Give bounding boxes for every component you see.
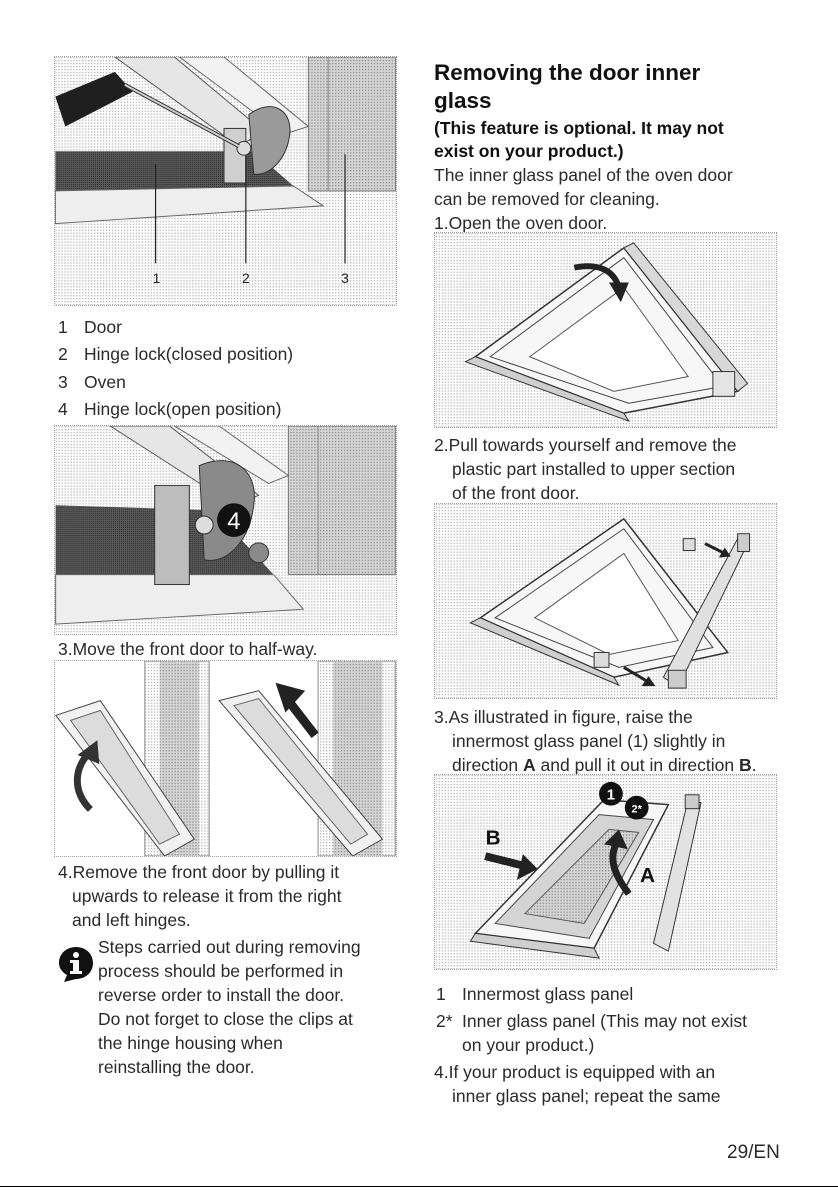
left-step3: 3.Move the front door to half-way. [58, 639, 318, 659]
note-line4: Do not forget to close the clips at [98, 1009, 353, 1029]
direction-b-label: B [738, 755, 752, 775]
fig-label-a: A [640, 864, 655, 887]
right-step3-line2: innermost glass panel (1) slightly in [452, 731, 726, 751]
left-step4-line2: upwards to release it from the right [72, 886, 342, 906]
intro-line2: can be removed for cleaning. [434, 189, 660, 209]
info-icon [56, 944, 96, 984]
remove-plastic-part-illustration [434, 503, 777, 699]
hinge-open-illustration: 4 [54, 425, 397, 635]
right-step2-line3: of the front door. [452, 483, 580, 503]
fig-badge-1: 1 [607, 788, 615, 804]
section-title-line2: glass [434, 88, 492, 113]
section-subtitle-line1: (This feature is optional. It may not [434, 118, 724, 138]
fig1-label-2: 2 [242, 270, 250, 286]
section-title-line1: Removing the door inner [434, 60, 701, 85]
bottom-rule [0, 1186, 838, 1187]
note-line5: the hinge housing when [98, 1033, 283, 1053]
right-legend-item-2-cont: on your product.) [462, 1035, 595, 1055]
page-number: 29/EN [727, 1142, 780, 1163]
direction-a-label: A [523, 755, 536, 775]
fig2-badge: 4 [227, 508, 240, 535]
raise-inner-glass-illustration: B A 1 2* [434, 774, 777, 970]
right-legend-item-2: 2*Inner glass panel (This may not exist [436, 1011, 747, 1031]
hinge-closed-illustration: 1 2 3 [54, 56, 397, 306]
note-line1: Steps carried out during removing [98, 937, 361, 957]
right-step3-line1: 3.As illustrated in figure, raise the [434, 707, 693, 727]
note-line6: reinstalling the door. [98, 1057, 255, 1077]
left-step4-line1: 4.Remove the front door by pulling it [58, 862, 340, 882]
intro-line1: The inner glass panel of the oven door [434, 165, 733, 185]
fig-label-b: B [486, 826, 501, 849]
note-line3: reverse order to install the door. [98, 985, 345, 1005]
right-step1: 1.Open the oven door. [434, 213, 608, 233]
section-subtitle-line2: exist on your product.) [434, 141, 624, 161]
note-line2: process should be performed in [98, 961, 344, 981]
right-step2-line2: plastic part installed to upper section [452, 459, 736, 479]
right-step4-line1: 4.If your product is equipped with an [434, 1062, 716, 1082]
left-step4-line3: and left hinges. [72, 910, 191, 930]
right-step2-line1: 2.Pull towards yourself and remove the [434, 435, 737, 455]
door-halfway-illustration [54, 660, 397, 857]
right-step4-line2: inner glass panel; repeat the same [452, 1086, 721, 1106]
fig1-label-1: 1 [153, 270, 161, 286]
right-step3-line3: direction A and pull it out in direction… [452, 755, 757, 775]
fig-badge-2: 2* [632, 804, 643, 816]
open-door-illustration [434, 232, 777, 428]
fig1-label-3: 3 [341, 270, 349, 286]
